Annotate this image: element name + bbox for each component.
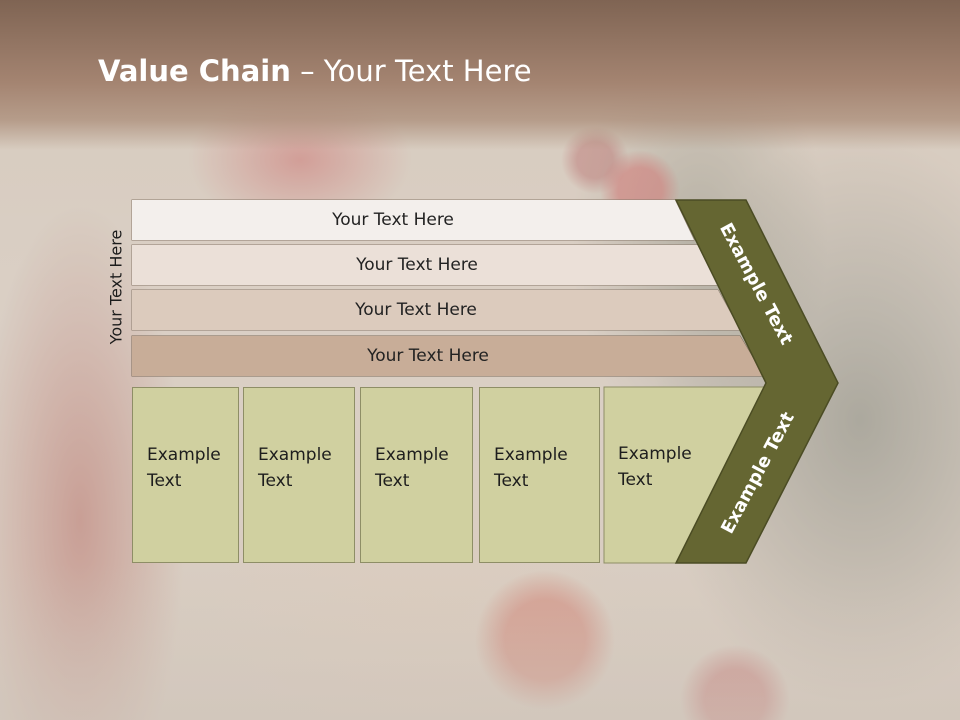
- value-row-3-label: Your Text Here: [355, 300, 477, 320]
- example-box-2-line2: Text: [258, 471, 293, 491]
- value-row-1-label: Your Text Here: [332, 210, 454, 230]
- example-box-4-line2: Text: [494, 471, 529, 491]
- side-label: Your Text Here: [106, 229, 126, 345]
- title-rest: – Your Text Here: [290, 54, 532, 88]
- example-box-2-line1: Example: [258, 445, 332, 465]
- value-row-4[interactable]: Your Text Here: [132, 336, 764, 376]
- example-box-4-line1: Example: [494, 445, 568, 465]
- title-bold: Value Chain: [98, 54, 291, 88]
- example-box-3-line1: Example: [375, 445, 449, 465]
- example-box-3-line2: Text: [375, 471, 410, 491]
- value-row-4-label: Your Text Here: [367, 346, 489, 366]
- value-row-3[interactable]: Your Text Here: [132, 290, 740, 330]
- example-box-3[interactable]: Example Text: [360, 387, 473, 563]
- value-row-2-label: Your Text Here: [356, 255, 478, 275]
- example-box-2[interactable]: Example Text: [243, 387, 355, 563]
- example-box-1[interactable]: Example Text: [132, 387, 239, 563]
- value-row-1[interactable]: Your Text Here: [132, 200, 694, 240]
- reflection-fade: [0, 563, 960, 720]
- title-band: [0, 0, 960, 150]
- example-box-4[interactable]: Example Text: [479, 387, 600, 563]
- example-box-1-line2: Text: [147, 471, 182, 491]
- slide-title: Value Chain – Your Text Here: [98, 54, 532, 88]
- value-row-2[interactable]: Your Text Here: [132, 245, 742, 285]
- example-box-1-line1: Example: [147, 445, 221, 465]
